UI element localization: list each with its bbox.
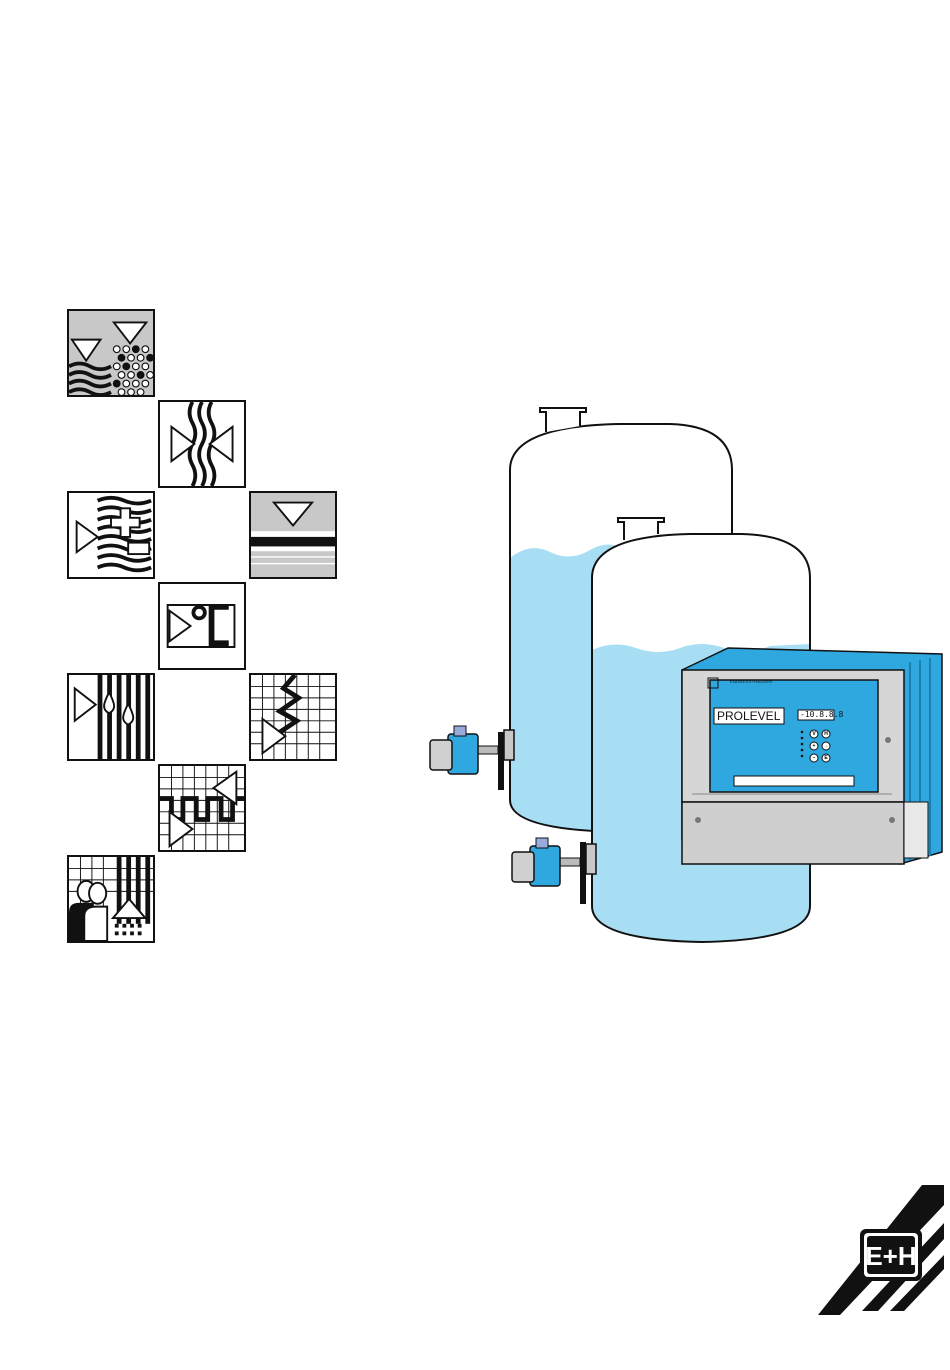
- sensor-front-tank: [512, 838, 596, 904]
- humidity-icon: [67, 673, 155, 761]
- service-icon: [67, 855, 155, 943]
- device-key-v: V: [811, 730, 817, 738]
- logo-mark: E+H: [865, 1241, 916, 1271]
- device-readout: -10.8.8.8: [800, 710, 843, 720]
- signal-transmission-icon: [158, 764, 246, 852]
- tank-level-illustration: ENDRESS+HAUSER PROLEVEL -10.8.8.8 V H + …: [410, 400, 950, 960]
- level-liquid-solid-icon: [67, 309, 155, 397]
- interface-level-icon: [249, 491, 337, 579]
- temperature-icon: [158, 582, 246, 670]
- device-key-e: E: [823, 754, 829, 762]
- device-display-label: PROLEVEL: [717, 709, 780, 723]
- pressure-icon: [249, 673, 337, 761]
- device-key-arrow: →: [823, 742, 829, 750]
- device-key-plus: +: [811, 742, 817, 750]
- analysis-icon: [67, 491, 155, 579]
- device-key-minus: −: [811, 754, 817, 762]
- endress-hauser-logo: E+H: [818, 1185, 944, 1315]
- flow-icon: [158, 400, 246, 488]
- device-brand-caption: ENDRESS+HAUSER: [730, 679, 773, 684]
- sensor-back-tank: [430, 726, 514, 790]
- device-key-h: H: [823, 730, 829, 738]
